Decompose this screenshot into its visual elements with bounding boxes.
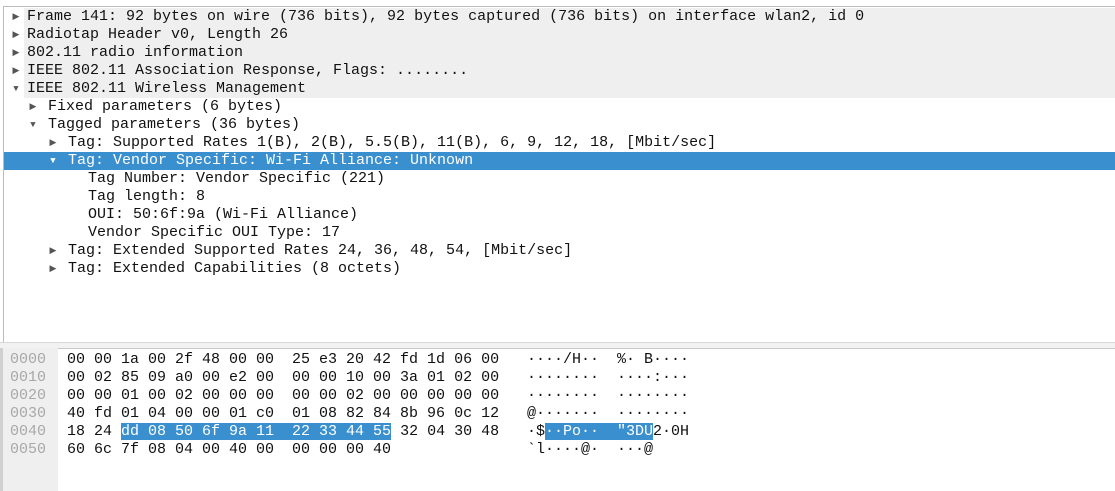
tree-item-label: OUI: 50:6f:9a (Wi-Fi Alliance) — [88, 206, 359, 223]
hex-offset: 0040 — [10, 423, 47, 440]
tree-item-label: Tag: Vendor Specific: Wi-Fi Alliance: Un… — [68, 152, 474, 169]
tree-item[interactable]: ▶ Tag: Supported Rates 1(B), 2(B), 5.5(B)… — [4, 134, 1115, 152]
hex-row: 0050 60 6c 7f 08 04 00 40 00 00 00 00 40 `… — [3, 441, 1103, 459]
tree-item-label: Frame 141: 92 bytes on wire (736 bits), … — [27, 8, 865, 25]
tree-item[interactable]: ▶ Tag: Extended Capabilities (8 octets) — [4, 260, 1115, 278]
hex-offset: 0030 — [10, 405, 47, 422]
tree-item[interactable]: ▼ Tag: Vendor Specific: Wi-Fi Alliance: U… — [4, 152, 1115, 170]
tree-item[interactable]: ▼ Tagged parameters (36 bytes) — [4, 116, 1115, 134]
hex-row: 0030 40 fd 01 04 00 00 01 c0 01 08 82 84 … — [3, 405, 1103, 423]
tree-item-label: IEEE 802.11 Association Response, Flags:… — [27, 62, 469, 79]
ascii-text: 2·0H — [653, 423, 690, 440]
pane-splitter[interactable] — [0, 342, 1115, 349]
expand-arrow-icon[interactable]: ▶ — [49, 264, 57, 274]
expand-arrow-icon[interactable]: ▶ — [29, 102, 37, 112]
hex-bytes[interactable]: 60 6c 7f 08 04 00 40 00 00 00 00 40 — [67, 441, 392, 458]
hex-offset: 0050 — [10, 441, 47, 458]
tree-item[interactable]: ▶ Frame 141: 92 bytes on wire (736 bits),… — [13, 8, 1115, 26]
tree-item-label: Tag: Extended Capabilities (8 octets) — [68, 260, 402, 277]
hex-row: 0010 00 02 85 09 a0 00 e2 00 00 00 10 00 … — [3, 369, 1103, 387]
tree-item[interactable]: ▶ 802.11 radio information — [13, 44, 1115, 62]
ascii-bytes[interactable]: @······· ········ — [527, 405, 690, 422]
hex-row: 0040 18 24 dd 08 50 6f 9a 11 22 33 44 55 … — [3, 423, 1103, 441]
hex-offset: 0000 — [10, 351, 47, 368]
expand-arrow-icon[interactable]: ▶ — [12, 30, 20, 40]
tree-item-label: Fixed parameters (6 bytes) — [48, 98, 283, 115]
tree-item-label: Tag: Extended Supported Rates 24, 36, 48… — [68, 242, 573, 259]
ascii-selected[interactable]: ··Po·· "3DU — [545, 423, 654, 440]
tree-item[interactable]: Tag Number: Vendor Specific (221) — [4, 170, 1115, 188]
tree-item[interactable]: Vendor Specific OUI Type: 17 — [4, 224, 1115, 242]
tree-item[interactable]: OUI: 50:6f:9a (Wi-Fi Alliance) — [4, 206, 1115, 224]
hex-bytes[interactable]: 00 00 01 00 02 00 00 00 00 00 02 00 00 0… — [67, 387, 500, 404]
tree-item[interactable]: ▶ Fixed parameters (6 bytes) — [4, 98, 1115, 116]
tree-item[interactable]: Tag length: 8 — [4, 188, 1115, 206]
hex-bytes-text: 32 04 30 48 — [391, 423, 500, 440]
tree-item-label: Tagged parameters (36 bytes) — [48, 116, 301, 133]
ascii-bytes[interactable]: `l····@· ···@ — [527, 441, 654, 458]
expand-arrow-icon[interactable]: ▶ — [12, 48, 20, 58]
hex-bytes[interactable]: 18 24 dd 08 50 6f 9a 11 22 33 44 55 32 0… — [67, 423, 499, 441]
tree-item[interactable]: ▶ Radiotap Header v0, Length 26 — [13, 26, 1115, 44]
ascii-bytes[interactable]: ·$··Po·· "3DU2·0H — [527, 423, 689, 441]
expand-arrow-icon[interactable]: ▶ — [49, 138, 57, 148]
tree-item[interactable]: ▶ IEEE 802.11 Association Response, Flags… — [13, 62, 1115, 80]
hex-bytes[interactable]: 00 02 85 09 a0 00 e2 00 00 00 10 00 3a 0… — [67, 369, 500, 386]
hex-bytes-text: 18 24 — [67, 423, 122, 440]
tree-item-label: Tag: Supported Rates 1(B), 2(B), 5.5(B),… — [68, 134, 717, 151]
tree-item[interactable]: ▶ Tag: Extended Supported Rates 24, 36, 4… — [4, 242, 1115, 260]
hex-offset: 0020 — [10, 387, 47, 404]
tree-item-label: Radiotap Header v0, Length 26 — [27, 26, 289, 43]
tree-item[interactable]: ▼ IEEE 802.11 Wireless Management — [13, 80, 1115, 98]
tree-item-label: IEEE 802.11 Wireless Management — [27, 80, 307, 97]
hex-offset: 0010 — [10, 369, 47, 386]
tree-item-label: Tag Number: Vendor Specific (221) — [88, 170, 386, 187]
ascii-bytes[interactable]: ········ ····:··· — [527, 369, 690, 386]
expand-arrow-icon[interactable]: ▶ — [12, 12, 20, 22]
tree-item-label: Tag length: 8 — [88, 188, 206, 205]
hex-bytes[interactable]: 00 00 1a 00 2f 48 00 00 25 e3 20 42 fd 1… — [67, 351, 500, 368]
collapse-arrow-icon[interactable]: ▼ — [30, 120, 36, 130]
offset-column — [3, 348, 58, 491]
hex-bytes-selected[interactable]: dd 08 50 6f 9a 11 22 33 44 55 — [121, 423, 392, 440]
tree-item-label: 802.11 radio information — [27, 44, 244, 61]
hex-row: 0000 00 00 1a 00 2f 48 00 00 25 e3 20 42 … — [3, 351, 1103, 369]
packet-details-pane: ▶ Frame 141: 92 bytes on wire (736 bits),… — [3, 6, 1115, 343]
collapse-arrow-icon[interactable]: ▼ — [13, 84, 19, 94]
collapse-arrow-icon[interactable]: ▼ — [50, 156, 56, 166]
ascii-text: ·$ — [527, 423, 546, 440]
hex-bytes[interactable]: 40 fd 01 04 00 00 01 c0 01 08 82 84 8b 9… — [67, 405, 500, 422]
expand-arrow-icon[interactable]: ▶ — [12, 66, 20, 76]
ascii-bytes[interactable]: ····/H·· %· B···· — [527, 351, 690, 368]
hex-row: 0020 00 00 01 00 02 00 00 00 00 00 02 00 … — [3, 387, 1103, 405]
packet-bytes-pane: 0000 00 00 1a 00 2f 48 00 00 25 e3 20 42 … — [0, 348, 1115, 491]
tree-item-label: Vendor Specific OUI Type: 17 — [88, 224, 341, 241]
ascii-bytes[interactable]: ········ ········ — [527, 387, 690, 404]
expand-arrow-icon[interactable]: ▶ — [49, 246, 57, 256]
